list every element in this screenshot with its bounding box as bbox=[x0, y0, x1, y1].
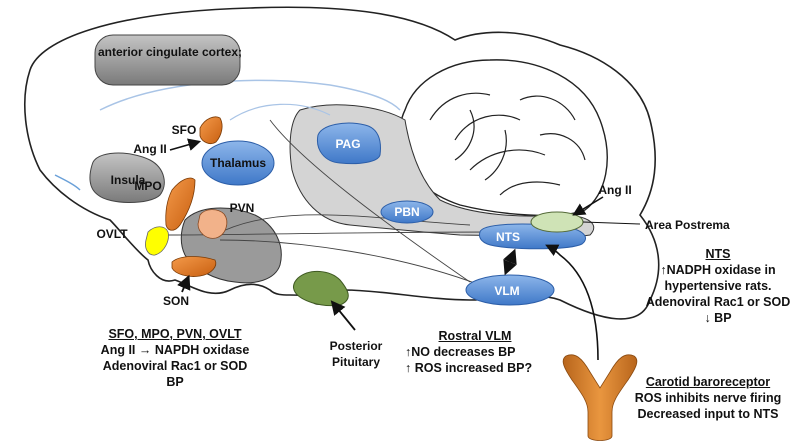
son bbox=[171, 256, 217, 277]
ovlt-label: OVLT bbox=[96, 227, 128, 241]
rvlm-note-line: ↑ ROS increased BP? bbox=[405, 361, 533, 375]
pituitary-label: Pituitary bbox=[332, 355, 380, 369]
nts-note-line: hypertensive rats. bbox=[664, 279, 772, 293]
carotid-baroreceptor bbox=[562, 354, 638, 441]
sfo bbox=[199, 116, 223, 144]
insula-label: Insula bbox=[111, 173, 146, 187]
ovlt bbox=[145, 226, 169, 256]
baroreceptor-nerve bbox=[545, 244, 599, 361]
carotid-note: Carotid baroreceptor ROS inhibits nerve … bbox=[620, 374, 796, 422]
ang-ii-right-arrow bbox=[572, 196, 604, 216]
mpo-label: MPO bbox=[134, 179, 161, 193]
nts-vlm-arrow bbox=[503, 248, 517, 276]
fornix bbox=[229, 103, 331, 121]
nts-note-line: ↑NADPH oxidase in bbox=[660, 263, 776, 277]
anterior-cingulate-cortex bbox=[94, 34, 241, 86]
son-label: SON bbox=[163, 294, 189, 308]
forebrain-note: SFO, MPO, PVN, OVLT Ang II → NAPDH oxida… bbox=[70, 326, 280, 390]
forebrain-note-line: Ang II → NAPDH oxidase bbox=[100, 343, 250, 357]
vlm-label: VLM bbox=[494, 284, 519, 298]
ang-ii-right-label: Ang II bbox=[598, 183, 631, 197]
nts-note-title: NTS bbox=[705, 247, 731, 261]
rvlm-note-line: ↑NO decreases BP bbox=[405, 345, 516, 359]
sfo-label: SFO bbox=[172, 123, 197, 137]
pbn bbox=[380, 200, 434, 224]
ang-ii-left-label: Ang II bbox=[133, 142, 166, 156]
insula bbox=[89, 152, 165, 203]
nts-label: NTS bbox=[496, 230, 520, 244]
anterior-cingulate-label: anterior cingulate cortex; bbox=[98, 45, 242, 59]
nts-note-line: ↓ BP bbox=[704, 311, 732, 325]
posterior-label: Posterior bbox=[330, 339, 383, 353]
forebrain-note-line: Adenoviral Rac1 or SOD bbox=[102, 359, 248, 373]
pvn bbox=[197, 209, 228, 239]
carotid-note-title: Carotid baroreceptor bbox=[645, 375, 771, 389]
pituitary-arrow bbox=[330, 300, 356, 331]
carotid-note-line: Decreased input to NTS bbox=[637, 407, 779, 421]
thalamus-label: Thalamus bbox=[210, 156, 266, 170]
forebrain-note-line: BP bbox=[166, 375, 184, 389]
rvlm-note-title: Rostral VLM bbox=[438, 329, 512, 343]
area-postrema-label: Area Postrema bbox=[645, 218, 730, 232]
son-arrow bbox=[177, 274, 191, 293]
nts-note: NTS ↑NADPH oxidase in hypertensive rats.… bbox=[640, 246, 796, 326]
pag-label: PAG bbox=[335, 137, 360, 151]
forebrain-note-title: SFO, MPO, PVN, OVLT bbox=[108, 327, 242, 341]
nts-note-line: Adenoviral Rac1 or SOD bbox=[645, 295, 791, 309]
ang-ii-left-arrow bbox=[169, 138, 202, 151]
rvlm-note: Rostral VLM ↑NO decreases BP ↑ ROS incre… bbox=[405, 328, 545, 376]
thalamus bbox=[201, 140, 275, 186]
insula-line bbox=[54, 174, 81, 191]
area-postrema bbox=[530, 211, 584, 233]
pvn-label: PVN bbox=[230, 201, 255, 215]
area-postrema-line bbox=[582, 221, 641, 225]
carotid-note-line: ROS inhibits nerve firing bbox=[634, 391, 782, 405]
corpus-callosum bbox=[99, 79, 401, 111]
mpo bbox=[165, 177, 196, 231]
pbn-label: PBN bbox=[394, 205, 419, 219]
posterior-pituitary bbox=[293, 271, 349, 307]
cerebellum-folia bbox=[429, 92, 586, 196]
fiber-tracts bbox=[164, 119, 501, 286]
pag bbox=[316, 122, 381, 165]
